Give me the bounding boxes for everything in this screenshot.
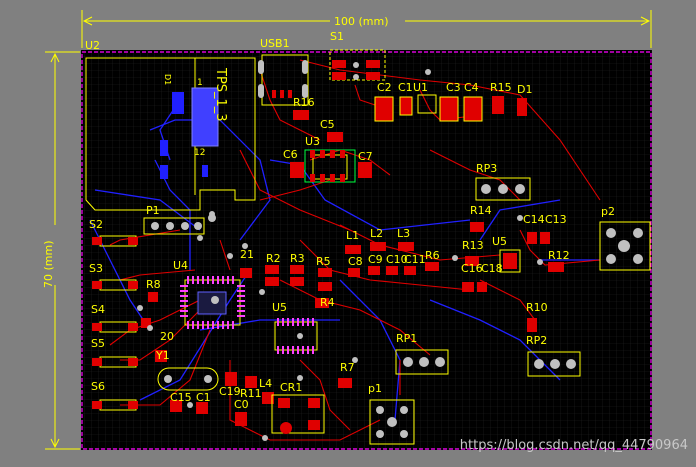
- pin-12-label: 12: [194, 148, 206, 158]
- designator-r10: R10: [526, 301, 548, 314]
- p1-header: [143, 214, 216, 235]
- designator-r12: R12: [548, 249, 570, 262]
- designator-u2: U2: [85, 39, 101, 52]
- designator-l3: L3: [397, 227, 411, 240]
- designator-c8: C8: [348, 255, 363, 268]
- designator-c6: C6: [283, 148, 298, 161]
- designator-c0: C0: [234, 398, 249, 411]
- designator-p1: p1: [368, 382, 382, 395]
- designator-c2: C2: [377, 81, 392, 94]
- small-mark-label: D1: [163, 74, 172, 86]
- designator-rp3: RP3: [476, 162, 498, 175]
- designator-r2: R2: [266, 252, 281, 265]
- rp2-footprint: [527, 351, 581, 377]
- designator-y1: Y1: [156, 349, 170, 362]
- p1-connector-footprint: [369, 399, 415, 445]
- designator-20: 20: [160, 330, 174, 343]
- designator-r16: R16: [293, 96, 315, 109]
- designator-u1: U1: [413, 81, 429, 94]
- dimension-vertical: [45, 51, 80, 450]
- designator-c10: C10: [386, 253, 408, 266]
- designator-s4: S4: [91, 303, 105, 316]
- designator-s6: S6: [91, 380, 105, 393]
- designator-u4: U4: [173, 259, 189, 272]
- designator-r14: R14: [470, 204, 492, 217]
- dimension-width-label: 100 (mm): [334, 15, 389, 28]
- dimension-horizontal: [81, 10, 652, 48]
- designator-c4: C4: [464, 81, 479, 94]
- designator-d1: D1: [517, 83, 533, 96]
- designator-r6: R6: [425, 249, 440, 262]
- designator-c17: C1: [196, 391, 211, 404]
- designator-l4: L4: [259, 377, 273, 390]
- designator-r15: R15: [490, 81, 512, 94]
- passives: [141, 222, 564, 426]
- designator-r11: R11: [240, 387, 262, 400]
- designator-s1: S1: [330, 30, 344, 43]
- designator-p1: P1: [146, 204, 160, 217]
- designator-cr1: CR1: [280, 381, 303, 394]
- designator-r13: R13: [462, 239, 484, 252]
- designator-rp2: RP2: [526, 334, 548, 347]
- designator-c19: C19: [219, 385, 241, 398]
- designator-l2: L2: [370, 227, 384, 240]
- u5-right-footprint: [499, 249, 521, 273]
- designator-c13: C13: [545, 213, 567, 226]
- u4-footprint: [180, 276, 245, 329]
- y1-crystal: [157, 367, 219, 391]
- designator-p2: p2: [601, 205, 615, 218]
- designator-r4: R4: [320, 296, 335, 309]
- designator-u5b: U5: [492, 235, 508, 248]
- designator-c1: C1: [398, 81, 413, 94]
- designator-r5: R5: [316, 255, 331, 268]
- designator-r8: R8: [146, 278, 161, 291]
- designator-c16: C16: [461, 262, 483, 275]
- designator-c14: C14: [523, 213, 545, 226]
- usb-part-label: TPS_1_3: [213, 68, 228, 122]
- designator-c5: C5: [320, 118, 335, 131]
- designator-rp1: RP1: [396, 332, 418, 345]
- switches: [92, 235, 138, 411]
- designator-c18: C18: [481, 262, 503, 275]
- board-outline: [81, 51, 652, 450]
- designator-c3: C3: [446, 81, 461, 94]
- designator-s3: S3: [89, 262, 103, 275]
- p2-footprint: [599, 221, 651, 271]
- s1-footprint: [329, 49, 386, 81]
- usb1-footprint: [258, 54, 309, 106]
- pin-1-label: 1: [197, 78, 203, 88]
- watermark: https://blog.csdn.net/qq_44790964: [459, 438, 688, 453]
- designator-u5: U5: [272, 301, 288, 314]
- designator-r7: R7: [340, 361, 355, 374]
- designator-c11: C11: [404, 253, 426, 266]
- top-right-components: [374, 94, 527, 122]
- rp3-footprint: [475, 177, 531, 201]
- cr1-footprint: [271, 394, 325, 434]
- designator-c15: C15: [170, 391, 192, 404]
- designator-s5: S5: [91, 337, 105, 350]
- designator-21: 21: [240, 248, 254, 261]
- designator-s2: S2: [89, 218, 103, 231]
- designator-u3: U3: [305, 135, 321, 148]
- designator-c9: C9: [368, 253, 383, 266]
- designator-c7: C7: [358, 150, 373, 163]
- u3-footprint: [290, 110, 372, 183]
- designator-l1: L1: [346, 229, 360, 242]
- vias: [137, 69, 543, 441]
- rp1-footprint: [395, 349, 449, 375]
- designator-r3: R3: [290, 252, 305, 265]
- designator-usb1: USB1: [260, 37, 290, 50]
- u5-footprint: [274, 318, 318, 354]
- dimension-height-label: 70 (mm): [42, 240, 55, 288]
- u2-footprint: [85, 57, 256, 211]
